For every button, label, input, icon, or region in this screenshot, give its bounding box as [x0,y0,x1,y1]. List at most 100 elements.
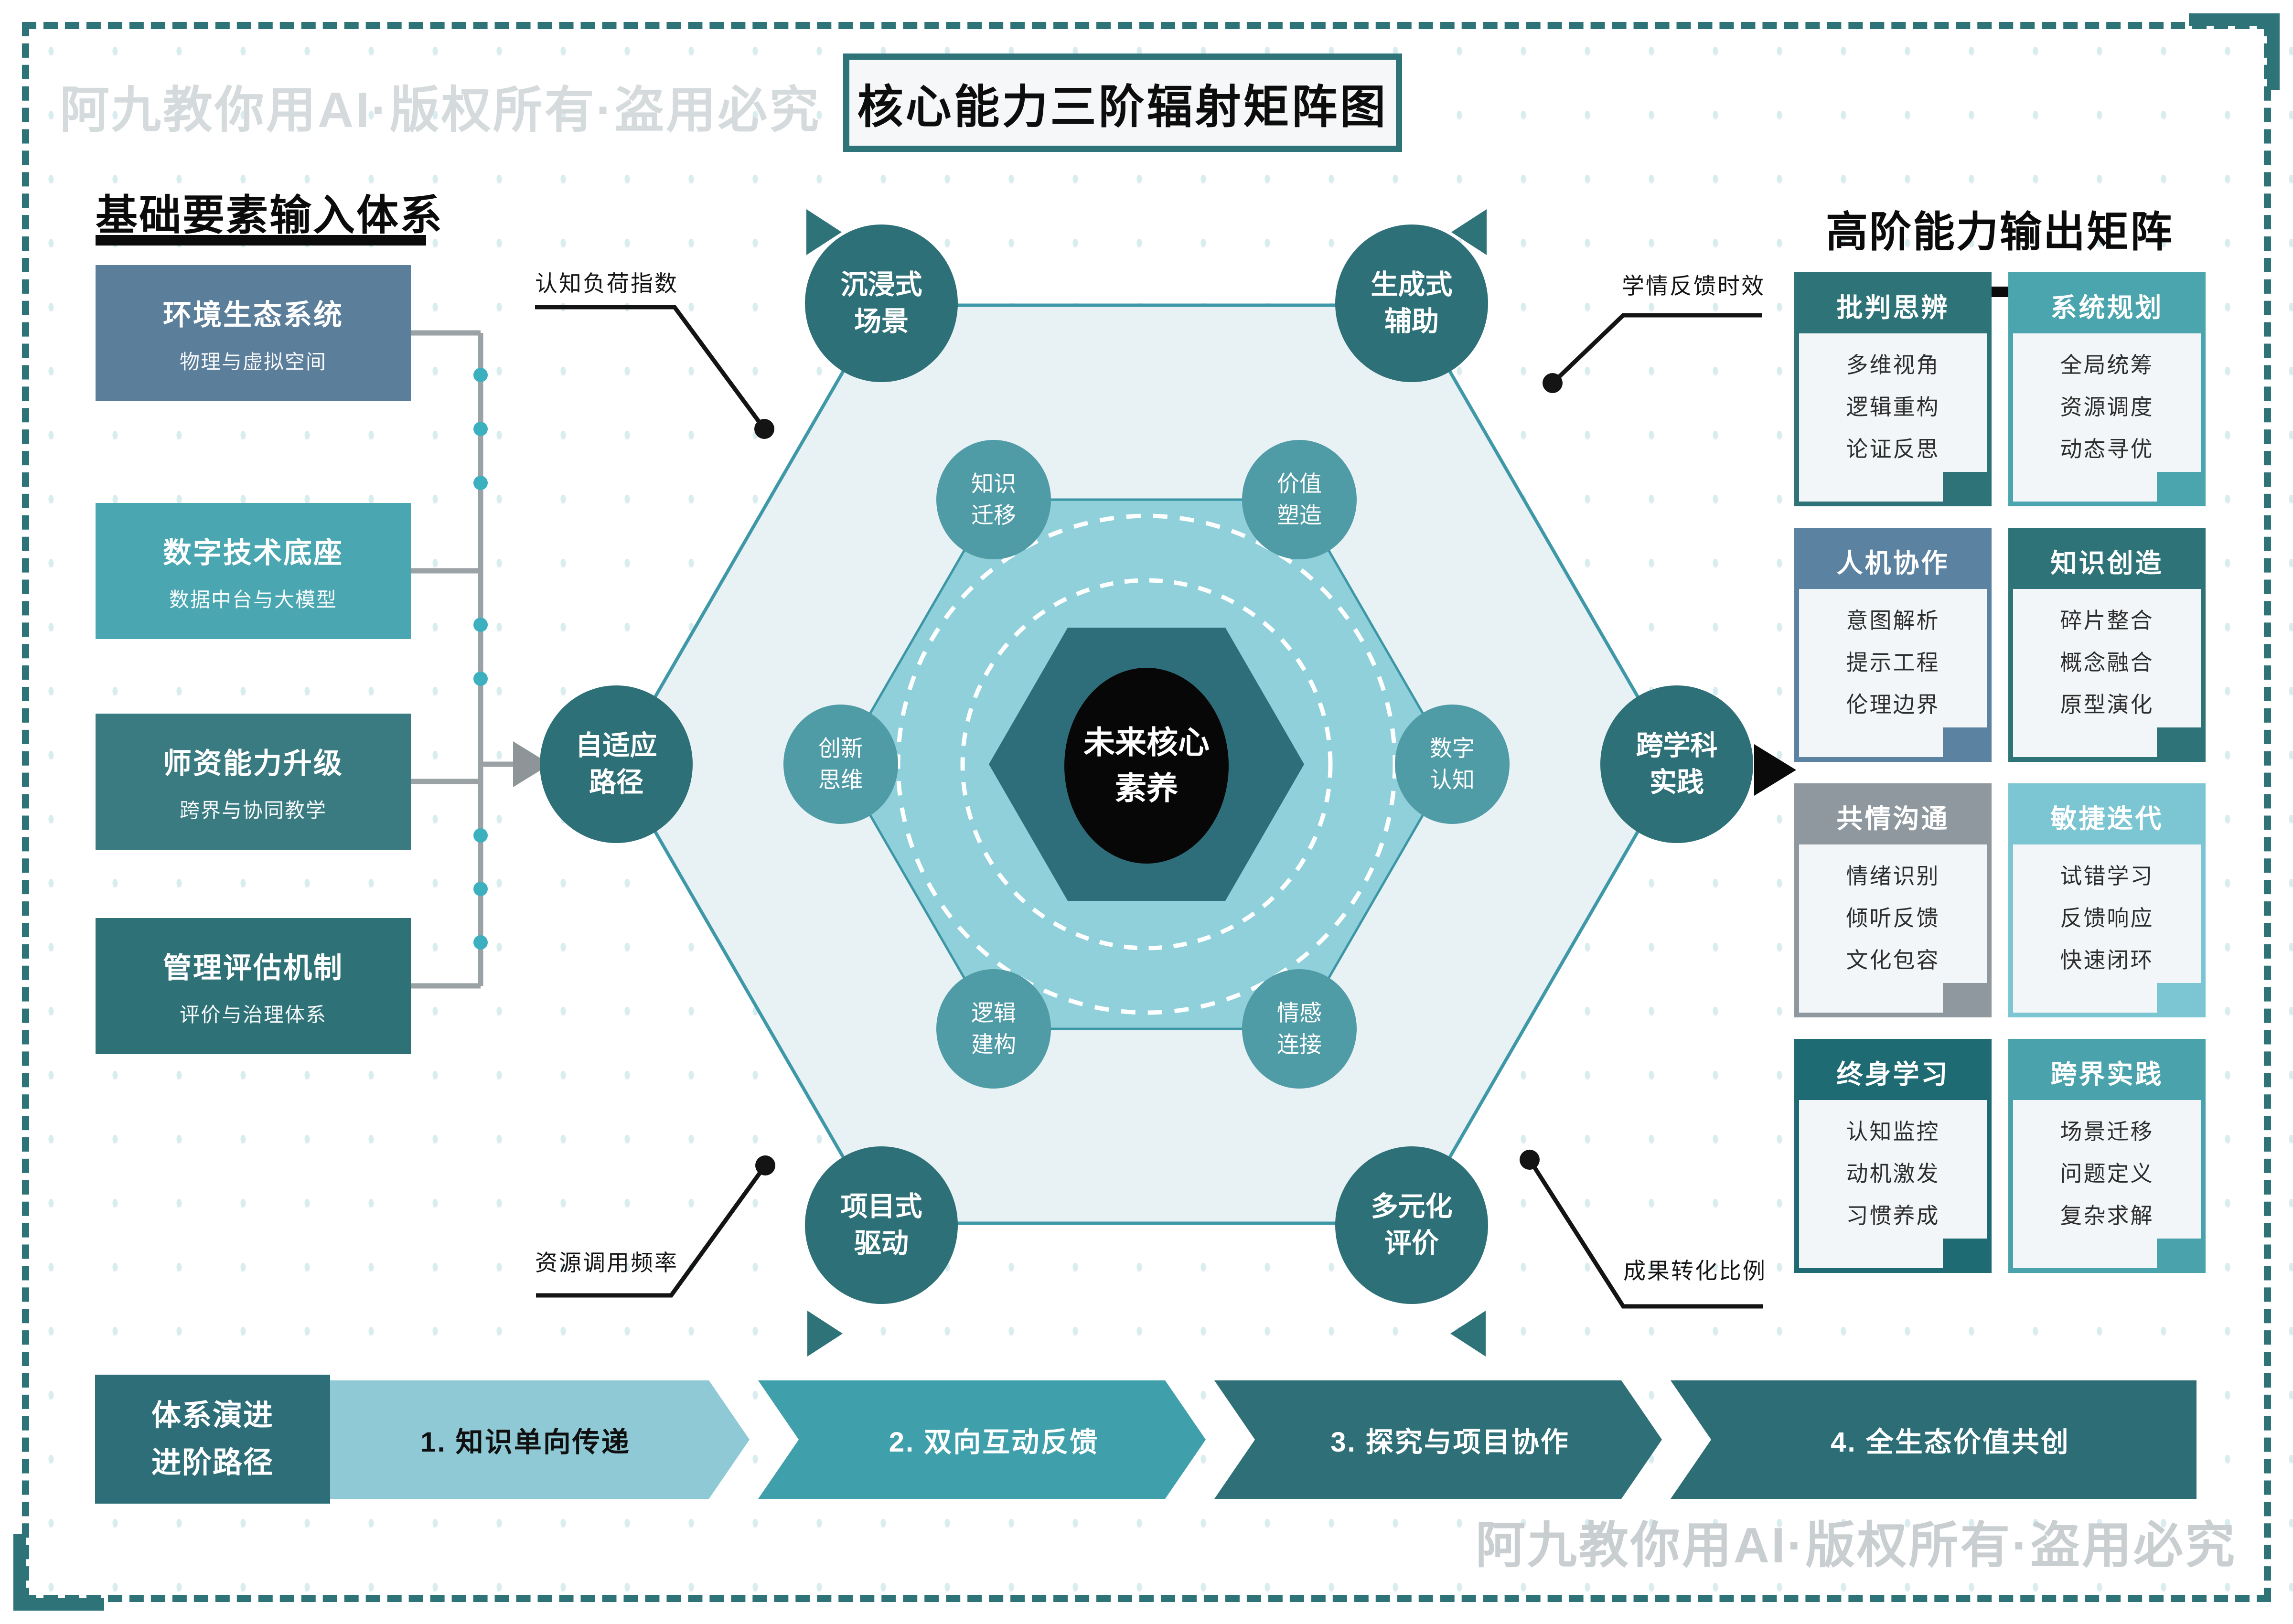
callout-leader-lines [535,305,1763,1309]
node-immersive-scene: 沉浸式 场景 [805,224,958,382]
card-item: 场景迁移 [2060,1119,2154,1144]
card-body: 意图解析 提示工程 伦理边界 [1799,589,1987,757]
card-item: 资源调度 [2060,395,2154,419]
corner-bracket-bottom-left [13,1534,104,1611]
card-header: 批判思辨 [1799,277,1987,333]
card-body: 认知监控 动机激发 习惯养成 [1799,1100,1987,1268]
dashed-ring-inner [960,578,1333,951]
node-interdisciplinary: 跨学科 实践 [1600,685,1753,843]
node-innovative-thinking: 创新 思维 [783,705,898,824]
node-value-shaping: 价值 塑造 [1242,440,1357,559]
card-system-planning: 系统规划 全局统筹 资源调度 动态寻优 [2008,272,2206,506]
callout-dots [754,373,1563,1175]
card-item: 动机激发 [1846,1161,1940,1186]
input-box-title: 环境生态系统 [163,299,343,331]
callout-line-top-left [535,305,766,430]
input-arrowhead-icon [513,741,550,787]
right-panel-heading: 高阶能力输出矩阵 [1825,208,2174,256]
card-item: 问题定义 [2060,1161,2154,1186]
card-item: 概念融合 [2060,650,2154,675]
card-item: 快速闭环 [2060,948,2154,972]
callout-line-bottom-left [536,1164,767,1298]
callout-outcome-conversion: 成果转化比例 [1623,1258,1767,1283]
card-item: 原型演化 [2060,692,2154,717]
card-critical-thinking: 批判思辨 多维视角 逻辑重构 论证反思 [1794,272,1992,506]
input-box-title: 师资能力升级 [163,747,343,780]
input-box-environment: 环境生态系统 物理与虚拟空间 [96,265,411,401]
node-knowledge-transfer: 知识 迁移 [936,440,1051,559]
left-heading-underline [96,235,426,246]
card-agile-iteration: 敏捷迭代 试错学习 反馈响应 快速闭环 [2008,783,2206,1017]
card-notch [2157,983,2201,1013]
card-crossover-practice: 跨界实践 场景迁移 问题定义 复杂求解 [2008,1039,2206,1273]
output-cards-grid: 批判思辨 多维视角 逻辑重构 论证反思 系统规划 全局统筹 资源调度 动态寻优 … [1794,272,2206,1273]
card-item: 倾听反馈 [1846,906,1940,930]
card-knowledge-creation: 知识创造 碎片整合 概念融合 原型演化 [2008,528,2206,762]
card-item: 碎片整合 [2060,608,2154,633]
accent-triangles [806,209,1487,1357]
corner-bracket-top-right [2189,13,2280,90]
card-item: 认知监控 [1846,1119,1940,1144]
card-item: 多维视角 [1846,353,1940,377]
card-item: 反馈响应 [2060,906,2154,930]
card-item: 逻辑重构 [1846,395,1940,419]
card-item: 复杂求解 [2060,1203,2154,1228]
card-item: 情绪识别 [1846,864,1940,888]
input-box-title: 管理评估机制 [163,951,343,984]
card-item: 提示工程 [1846,650,1940,675]
core-competency-circle: 未来核心 素养 [1064,668,1229,864]
input-connector-lines [411,330,513,989]
card-item: 动态寻优 [2060,437,2154,461]
card-notch [1943,983,1987,1013]
input-box-teachers: 师资能力升级 跨界与协同教学 [96,714,411,850]
card-notch [2157,1239,2201,1268]
card-notch [2157,727,2201,757]
watermark-bottom: 阿九教你用AI·版权所有·盗用必究 [1475,1518,2237,1573]
node-generative-assist: 生成式 辅助 [1335,224,1488,382]
card-item: 试错学习 [2060,864,2154,888]
input-box-subtitle: 数据中台与大模型 [169,588,337,611]
card-item: 论证反思 [1846,437,1940,461]
card-item: 习惯养成 [1846,1203,1940,1228]
card-header: 系统规划 [2013,277,2201,333]
card-empathic-communication: 共情沟通 情绪识别 倾听反馈 文化包容 [1794,783,1992,1017]
card-notch [1943,1239,1987,1268]
card-human-ai-collab: 人机协作 意图解析 提示工程 伦理边界 [1794,528,1992,762]
node-project-driven: 项目式 驱动 [805,1146,958,1304]
card-header: 共情沟通 [1799,788,1987,844]
node-emotional-connection: 情感 连接 [1242,969,1357,1089]
accent-triangle-bottom-right-icon [1450,1311,1486,1357]
card-body: 试错学习 反馈响应 快速闭环 [2013,844,2201,1013]
card-body: 场景迁移 问题定义 复杂求解 [2013,1100,2201,1268]
callout-line-bottom-right [1528,1158,1763,1309]
node-logic-construction: 逻辑 建构 [936,969,1051,1089]
callout-line-top-right [1551,313,1762,385]
card-header: 敏捷迭代 [2013,788,2201,844]
card-body: 多维视角 逻辑重构 论证反思 [1799,333,1987,502]
card-header: 终身学习 [1799,1044,1987,1100]
card-item: 文化包容 [1846,948,1940,972]
page-title: 核心能力三阶辐射矩阵图 [843,53,1402,152]
dashed-border-frame [22,22,2271,1602]
card-item: 伦理边界 [1846,692,1940,717]
connector-dots [473,368,488,950]
stage-4-ecosystem-cocreation: 4. 全生态价值共创 [1671,1380,2197,1499]
output-arrowhead-icon [1754,744,1796,796]
card-header: 跨界实践 [2013,1044,2201,1100]
card-body: 情绪识别 倾听反馈 文化包容 [1799,844,1987,1013]
card-body: 全局统筹 资源调度 动态寻优 [2013,333,2201,502]
card-item: 意图解析 [1846,608,1940,633]
stage-1-knowledge-transfer: 1. 知识单向传递 [330,1380,750,1499]
callout-feedback-timeliness: 学情反馈时效 [1622,273,1765,299]
card-notch [1943,727,1987,757]
card-item: 全局统筹 [2060,353,2154,377]
input-box-subtitle: 跨界与协同教学 [179,799,327,822]
card-body: 碎片整合 概念融合 原型演化 [2013,589,2201,757]
node-digital-cognition: 数字 认知 [1395,705,1510,824]
card-notch [2157,472,2201,502]
input-box-management: 管理评估机制 评价与治理体系 [96,918,411,1054]
accent-triangle-top-left-icon [806,209,842,255]
input-box-subtitle: 物理与虚拟空间 [179,350,327,373]
left-panel-heading: 基础要素输入体系 [96,192,444,239]
